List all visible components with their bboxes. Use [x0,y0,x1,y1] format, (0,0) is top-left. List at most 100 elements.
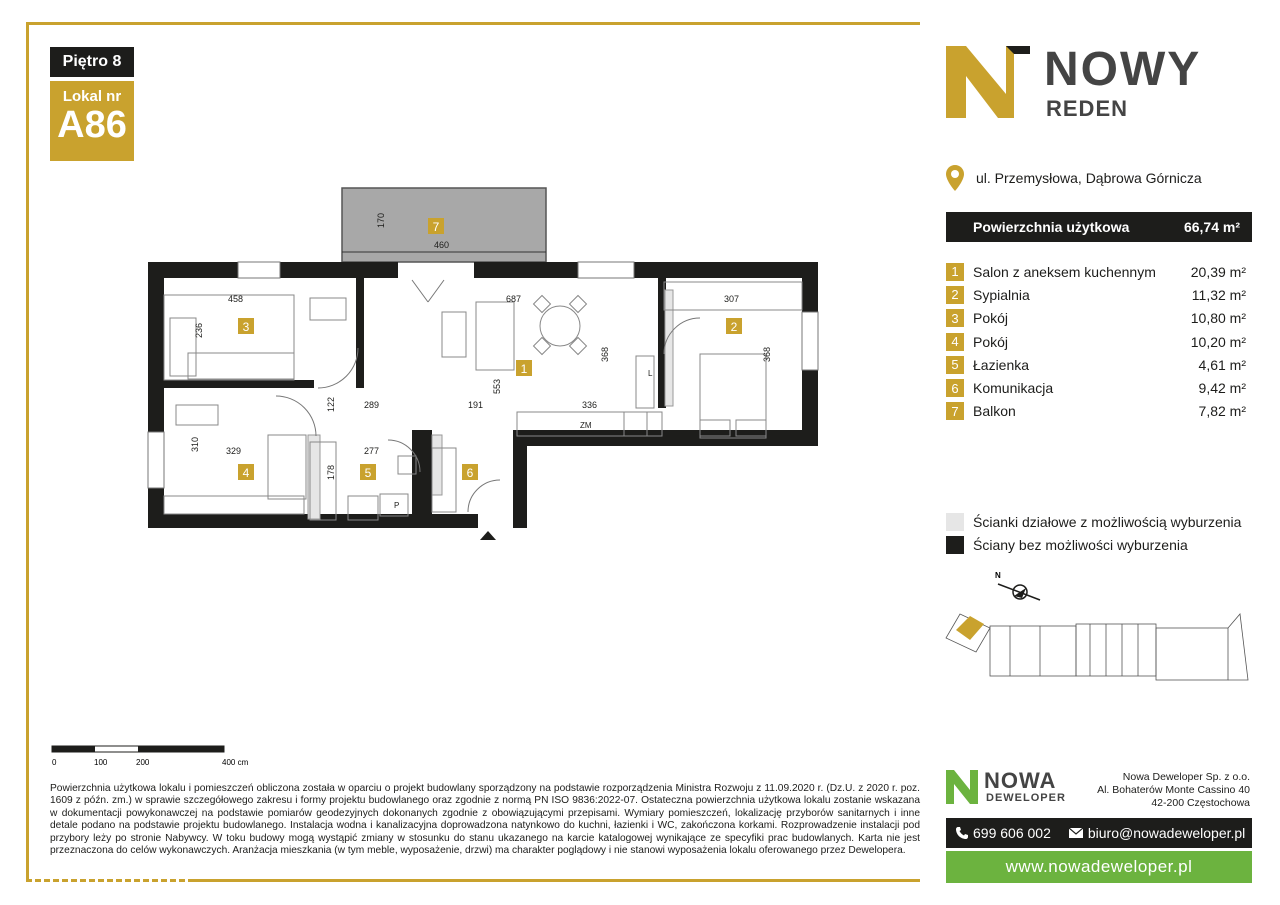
washing-machine-label: ZM [580,421,592,430]
room-label-3: 3 [243,320,250,334]
unit-label: Lokal nr [62,88,122,105]
dim-553: 553 [492,379,502,394]
dim-310: 310 [190,437,200,452]
room-label-7: 7 [433,220,440,234]
dim-236: 236 [194,323,204,338]
legend-swatch-dark [946,535,964,554]
room-row: 2 Sypialnia 11,32 m² [946,283,1246,306]
entrance-arrow [480,531,496,540]
unit-number: A86 [57,104,127,146]
frame-bottom-dotted [26,879,190,882]
address-row: ul. Przemysłowa, Dąbrowa Górnicza [946,165,1202,191]
room-area: 20,39 m² [1190,263,1246,280]
room-labels: 7 1 2 3 4 5 6 [238,218,742,480]
email-icon [1068,828,1083,838]
appliance-labels: ZM L P [394,369,653,510]
phone-number: 699 606 002 [973,825,1051,841]
bedroom-furniture [663,281,803,439]
frame-top [26,22,920,25]
scale-tick-100: 100 [94,758,108,767]
legend-item-partition: Ścianki działowe z możliwością wyburzeni… [946,510,1241,533]
legend-label: Ścianki działowe z możliwością wyburzeni… [973,513,1242,530]
compass-north-label: N [995,571,1001,580]
building-key-plan: N [945,571,1249,681]
usable-area-label: Powierzchnia użytkowa [973,219,1130,235]
frame-bottom [190,879,920,882]
scale-tick-0: 0 [52,758,57,767]
outer-walls [148,262,818,528]
interior-walls [164,278,666,520]
room-name: Łazienka [973,356,1030,373]
room-area: 4,61 m² [1198,356,1246,373]
room-area: 10,20 m² [1190,333,1246,350]
developer-name: Nowa Deweloper Sp. z o.o. [1122,771,1250,783]
unit-location-highlight [956,616,984,640]
scale-tick-200: 200 [136,758,150,767]
email-address: biuro@nowadeweloper.pl [1087,825,1246,841]
dim-289: 289 [364,400,379,410]
website-link[interactable]: www.nowadeweloper.pl [946,851,1252,883]
dim-170: 170 [376,213,386,228]
door-swings [275,279,701,513]
room-label-6: 6 [467,466,474,480]
floor-plan: 7 1 2 3 4 5 6 170 460 458 687 307 236 36… [147,187,819,540]
disclaimer-text: Powierzchnia użytkowa lokalu i pomieszcz… [50,783,920,857]
dim-368-bedroom: 368 [762,347,772,362]
brand-name-line2: REDEN [1046,96,1129,121]
living-room-furniture [441,294,663,437]
developer-logo-line1: NOWA [984,768,1057,793]
room-area: 11,32 m² [1191,286,1246,303]
room-label-2: 2 [731,320,738,334]
room-name: Balkon [973,403,1016,420]
room-name: Komunikacja [973,380,1054,397]
developer-street: Al. Bohaterów Monte Cassino 40 [1097,784,1250,796]
scale-bar: 0 100 200 400 cm [51,745,249,767]
developer-logo-line2: DEWELOPER [986,792,1066,804]
room-number: 6 [946,379,964,398]
room-number: 2 [946,285,964,304]
brand-logo-mark-icon [946,46,1030,118]
brand-name-line1: NOWY [1044,43,1202,96]
bathroom-fixtures [309,441,457,521]
dim-458: 458 [228,294,243,304]
developer-logo-mark-icon [946,770,978,804]
appliance-p-label: P [394,501,399,510]
wall-legend: Ścianki działowe z możliwością wyburzeni… [946,510,1241,556]
developer-city: 42-200 Częstochowa [1151,797,1250,809]
unit-badge: Lokal nr A86 [50,81,134,161]
room-number: 7 [946,402,964,421]
email-contact[interactable]: biuro@nowadeweloper.pl [1068,825,1246,841]
room-row: 4 Pokój 10,20 m² [946,330,1246,353]
dim-191: 191 [468,400,483,410]
scale-tick-400: 400 cm [222,758,249,767]
room-name: Sypialnia [973,286,1030,303]
dim-329: 329 [226,446,241,456]
room3-furniture [163,294,347,381]
compass-icon [997,583,1041,601]
dim-277: 277 [364,446,379,456]
room-area: 10,80 m² [1190,310,1246,327]
legend-item-structural: Ściany bez możliwości wyburzenia [946,533,1241,556]
room-name: Salon z aneksem kuchennym [973,263,1156,280]
room-label-1: 1 [521,362,528,376]
usable-area-bar: Powierzchnia użytkowa 66,74 m² [946,212,1252,242]
dim-122: 122 [326,397,336,412]
room-number: 4 [946,332,964,351]
room4-furniture [163,404,307,515]
partition-walls [307,289,674,520]
dim-178: 178 [326,465,336,480]
brand-logo: NOWY REDEN [946,43,1246,126]
phone-contact[interactable]: 699 606 002 [956,825,1051,841]
location-pin-icon [946,165,964,191]
room-name: Pokój [973,333,1009,350]
room-label-5: 5 [365,466,372,480]
usable-area-value: 66,74 m² [1183,219,1240,235]
phone-icon [956,827,968,839]
building-outline [945,613,1249,681]
legend-swatch-light [946,512,964,531]
dim-336: 336 [582,400,597,410]
